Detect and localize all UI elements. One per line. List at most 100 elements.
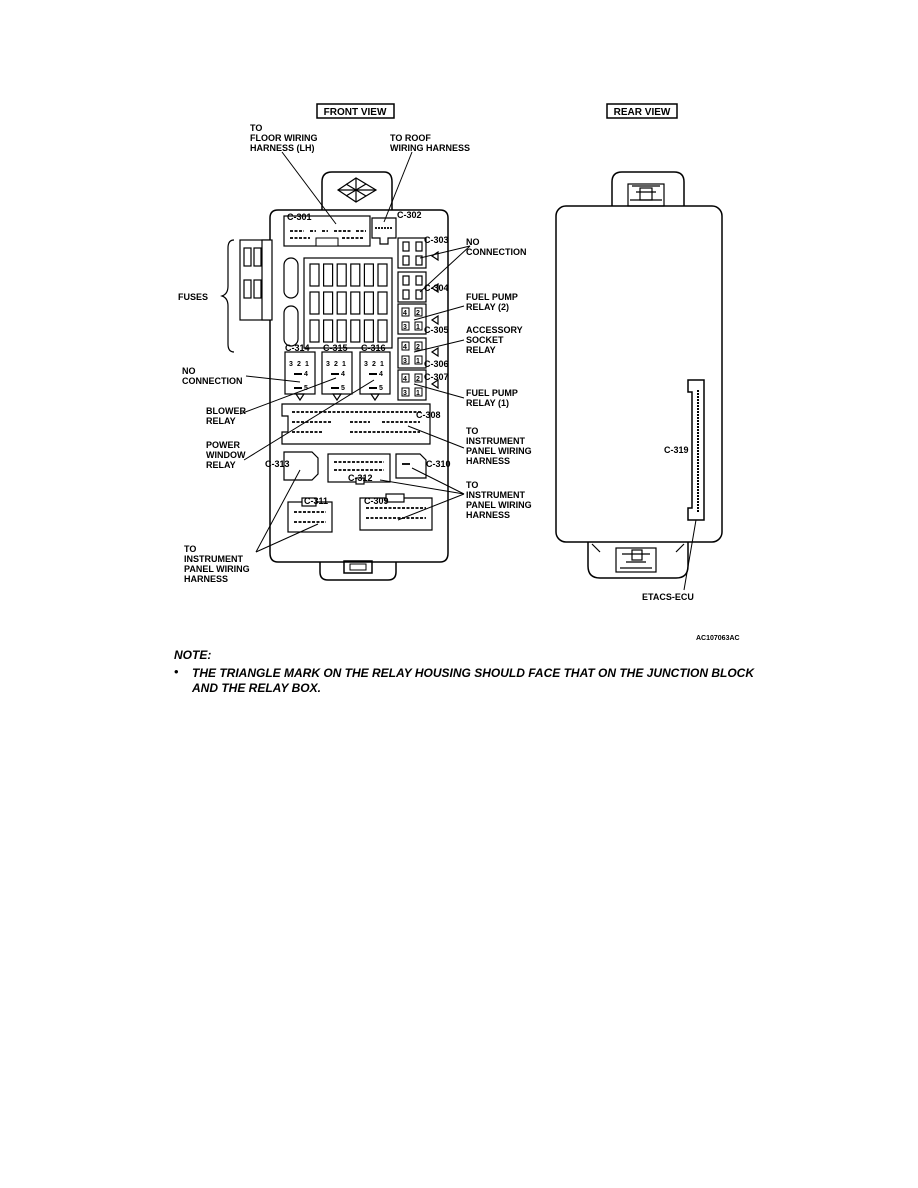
label-no-connection-right-1: NO: [466, 237, 480, 247]
svg-text:3: 3: [403, 390, 407, 397]
label-c309: C-309: [364, 496, 389, 506]
fuse-cell: [336, 263, 347, 287]
svg-text:5: 5: [379, 385, 383, 392]
label-to-ip-left-2: INSTRUMENT: [184, 554, 243, 564]
svg-text:2: 2: [372, 361, 376, 368]
label-c315: C-315: [323, 343, 348, 353]
label-accessory-3: RELAY: [466, 345, 496, 355]
label-blower-2: RELAY: [206, 416, 236, 426]
label-to-ip-309-2: INSTRUMENT: [466, 490, 525, 500]
svg-text:2: 2: [297, 361, 301, 368]
label-to-ip-309-4: HARNESS: [466, 510, 510, 520]
label-to-ip-left-3: PANEL WIRING: [184, 564, 250, 574]
svg-text:4: 4: [379, 371, 383, 378]
svg-text:1: 1: [416, 324, 420, 331]
label-c307: C-307: [424, 372, 449, 382]
label-to-ip-309-3: PANEL WIRING: [466, 500, 532, 510]
connector-c311: [287, 497, 333, 533]
junction-block-diagram: FRONT VIEW REAR VIEW: [178, 103, 740, 642]
label-fuel-pump-2-1: FUEL PUMP: [466, 292, 518, 302]
label-fuel-pump-2-2: RELAY (2): [466, 302, 509, 312]
label-c312: C-312: [348, 473, 373, 483]
note-line-2: AND THE RELAY BOX.: [192, 681, 321, 695]
fuse-cell: [336, 319, 347, 343]
fuse-slot-oval-1: [283, 257, 299, 299]
label-fuses: FUSES: [178, 292, 208, 302]
svg-text:2: 2: [416, 376, 420, 383]
svg-text:1: 1: [305, 361, 309, 368]
rear-view-title-box: [606, 103, 678, 119]
label-c302: C-302: [397, 210, 422, 220]
fuse-block: [303, 257, 393, 349]
label-fuel-pump-1-2: RELAY (1): [466, 398, 509, 408]
fuse-cell: [350, 291, 361, 315]
label-c308: C-308: [416, 410, 441, 420]
label-to-ip-308-3: PANEL WIRING: [466, 446, 532, 456]
svg-text:1: 1: [416, 358, 420, 365]
fuse-cell: [363, 319, 374, 343]
lower-relay-terminals: [294, 373, 377, 389]
note-text: THE TRIANGLE MARK ON THE RELAY HOUSING S…: [178, 666, 768, 696]
svg-text:4: 4: [341, 371, 345, 378]
fuse-cell: [350, 263, 361, 287]
note-line-1: THE TRIANGLE MARK ON THE RELAY HOUSING S…: [192, 666, 755, 680]
fuse-external-block: [220, 239, 273, 353]
label-to-floor-3: HARNESS (LH): [250, 143, 315, 153]
svg-text:1: 1: [416, 390, 420, 397]
front-junction-block: [269, 171, 449, 581]
right-relay-pins: 4 2 3 1 4 2 3 1 4 2 3 1: [401, 307, 423, 397]
label-to-ip-308-2: INSTRUMENT: [466, 436, 525, 446]
label-figure-code: AC107063AC: [696, 635, 740, 642]
fuse-cell: [323, 291, 334, 315]
label-c310: C-310: [426, 459, 451, 469]
front-top-latch-icon: [336, 177, 378, 203]
svg-text:1: 1: [380, 361, 384, 368]
label-c311: C-311: [304, 496, 328, 506]
label-etacs-ecu: ETACS-ECU: [642, 592, 694, 602]
connector-c308: [281, 403, 431, 445]
fuse-cell: [377, 291, 388, 315]
label-power-window-1: POWER: [206, 440, 241, 450]
label-c301: C-301: [287, 212, 312, 222]
svg-text:2: 2: [334, 361, 338, 368]
label-to-ip-308-4: HARNESS: [466, 456, 510, 466]
svg-text:2: 2: [416, 310, 420, 317]
label-c319: C-319: [664, 445, 689, 455]
rear-bottom-latch-icon: [591, 543, 685, 573]
label-to-roof-1: TO ROOF: [390, 133, 431, 143]
label-no-connection-left-1: NO: [182, 366, 196, 376]
connector-c312: [327, 453, 391, 485]
svg-text:4: 4: [403, 376, 407, 383]
svg-text:3: 3: [403, 358, 407, 365]
svg-text:4: 4: [304, 371, 308, 378]
svg-text:2: 2: [416, 344, 420, 351]
front-view-title-box: [316, 103, 395, 119]
label-to-ip-309-1: TO: [466, 480, 478, 490]
rear-junction-block: [555, 171, 723, 579]
svg-text:5: 5: [304, 385, 308, 392]
svg-text:4: 4: [403, 344, 407, 351]
fuse-cell: [336, 291, 347, 315]
svg-text:3: 3: [326, 361, 330, 368]
fuse-cell: [309, 291, 320, 315]
fuse-cell: [350, 319, 361, 343]
label-power-window-3: RELAY: [206, 460, 236, 470]
connector-c319: [687, 379, 705, 521]
label-power-window-2: WINDOW: [206, 450, 246, 460]
fuse-cell: [363, 291, 374, 315]
label-c304: C-304: [424, 283, 449, 293]
connector-c310: [395, 453, 427, 479]
fuse-cell: [309, 319, 320, 343]
label-to-floor-2: FLOOR WIRING: [250, 133, 318, 143]
label-no-connection-left-2: CONNECTION: [182, 376, 243, 386]
fuse-slot-oval-2: [283, 305, 299, 347]
label-to-ip-left-4: HARNESS: [184, 574, 228, 584]
label-accessory-1: ACCESSORY: [466, 325, 523, 335]
label-c303: C-303: [424, 235, 449, 245]
connector-c309: [359, 493, 433, 531]
connector-c313: [283, 451, 319, 481]
label-to-roof-2: WIRING HARNESS: [390, 143, 470, 153]
fuse-cell: [323, 319, 334, 343]
connector-c301: [283, 215, 371, 247]
